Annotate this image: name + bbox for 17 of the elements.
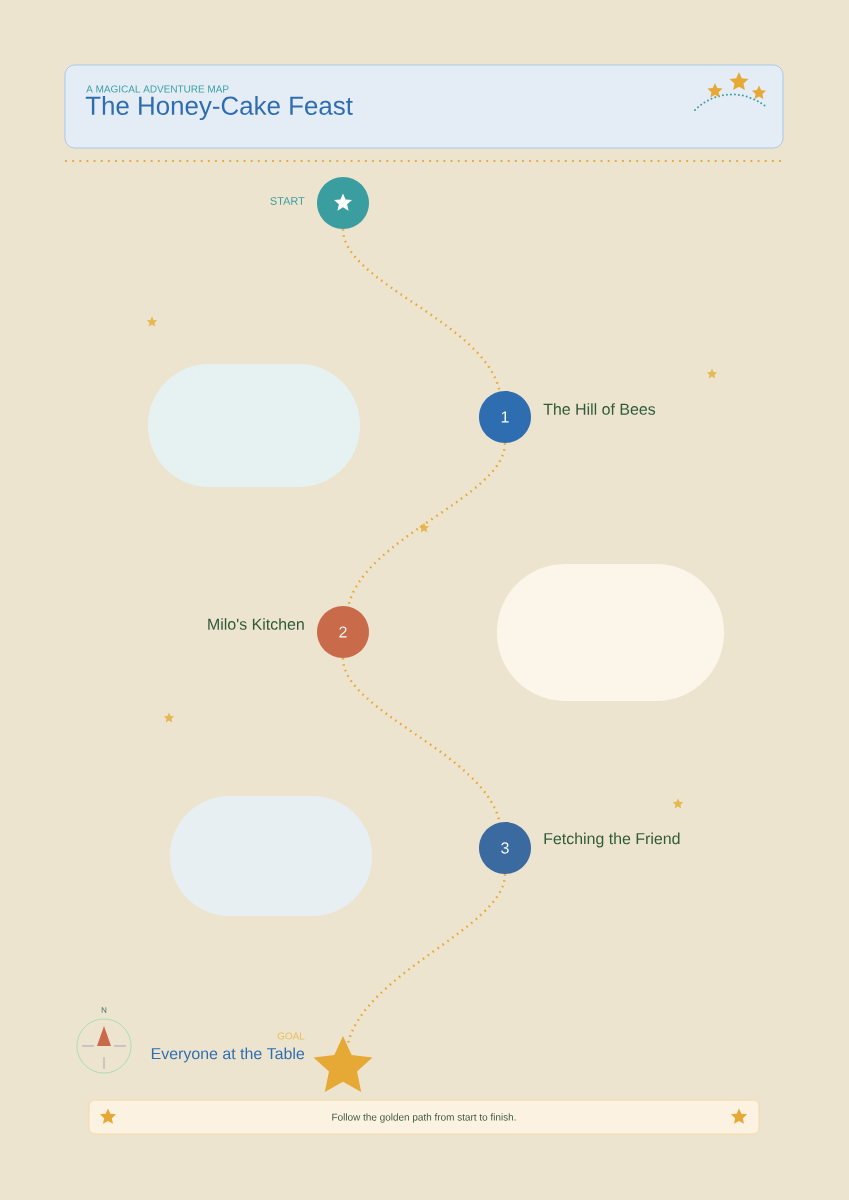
caption-banner: Follow the golden path from start to finish. <box>88 1099 760 1135</box>
pill-shape <box>148 364 360 487</box>
goal-star <box>313 1036 373 1093</box>
goal-label: GOAL <box>277 1032 305 1040</box>
pill-shape <box>497 564 724 701</box>
goal-title: Everyone at the Table <box>151 1047 305 1063</box>
step-title: Milo's Kitchen <box>208 618 304 630</box>
pill-shape <box>170 796 372 916</box>
dotted-path <box>347 442 507 607</box>
start-label: START <box>270 197 305 205</box>
dotted-path <box>346 873 507 1046</box>
dotted-path <box>341 228 501 392</box>
step-title: Fetching the Friend <box>544 832 680 848</box>
title: The Honey-Cake Feast <box>85 95 353 121</box>
step-title: The Hill of Bees <box>543 403 656 415</box>
subtitle: A MAGICAL ADVENTURE MAP <box>86 85 229 93</box>
start-circle <box>317 177 369 229</box>
